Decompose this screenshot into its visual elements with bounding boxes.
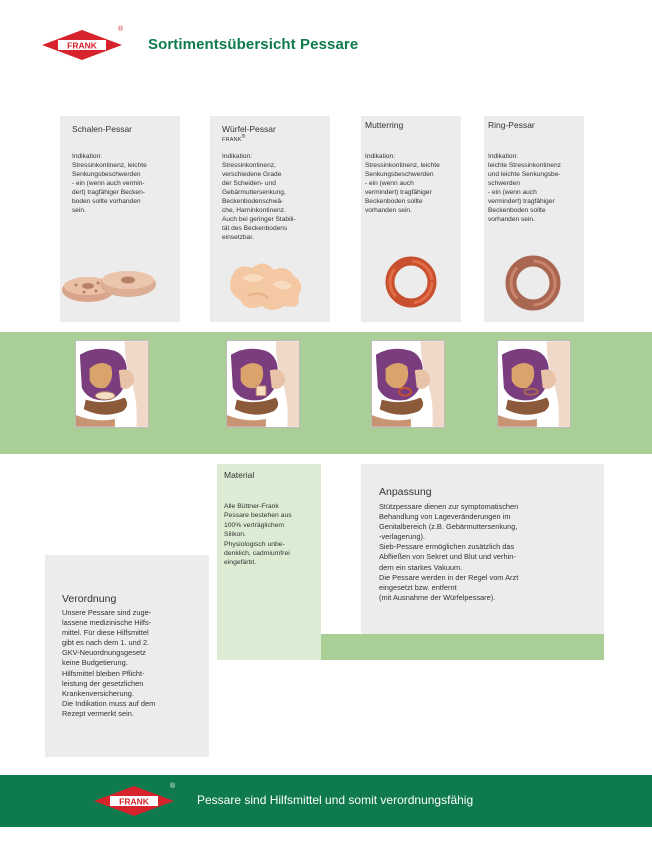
product-name: Ring-Pessar [488, 120, 535, 130]
schalen-pessar-image [62, 271, 156, 302]
anatomy-illustration-schalen [75, 340, 149, 428]
ring-pessar-image [505, 255, 561, 311]
wuerfel-pessar-image [230, 263, 302, 310]
product-indication: Indikation: Stressinkontinenz, leichte S… [365, 153, 440, 214]
page-title: Sortimentsübersicht Pessare [148, 36, 359, 53]
product-indication: Indikation: leichte Stressinkontinenz un… [488, 153, 561, 223]
verordnung-panel: Verordnung Unsere Pessare sind zuge- las… [45, 555, 209, 757]
product-card-ring: Ring-Pessar Indikation: leichte Stressin… [484, 116, 584, 322]
material-panel: Material Alle Büttner-Frank Pessare best… [217, 464, 321, 660]
product-indication: Indikation: Stressinkontinenz, verschied… [222, 153, 296, 241]
product-card-mutterring: Mutterring Indikation: Stressinkontinenz… [361, 116, 461, 322]
material-title: Material [224, 470, 255, 480]
material-text: Alle Büttner-Frank Pessare bestehen aus … [224, 503, 292, 567]
anpassung-text: Stützpessare dienen zur symptomatischen … [379, 502, 519, 602]
anatomy-illustration-wuerfel [226, 340, 300, 428]
footer-text: Pessare sind Hilfsmittel und somit veror… [197, 793, 474, 807]
product-name: Mutterring [365, 120, 404, 130]
product-card-wuerfel: Würfel-Pessar FRANK® Indikation: Stressi… [210, 116, 330, 322]
anatomy-illustration-ring [497, 340, 571, 428]
footer-frank-logo: FRANK [92, 784, 176, 818]
verordnung-text: Unsere Pessare sind zuge- lassene medizi… [62, 608, 156, 718]
product-brand: FRANK® [222, 134, 246, 143]
product-name: Schalen-Pessar [72, 124, 133, 134]
product-card-schalen: Schalen-Pessar Indikation: Stressinkonti… [60, 116, 180, 322]
verordnung-title: Verordnung [62, 593, 117, 605]
footer-logo-text: FRANK [119, 797, 150, 807]
registered-mark: ® [118, 26, 124, 33]
logo-text: FRANK [67, 41, 98, 51]
product-indication: Indikation: Stressinkontinenz, leichte S… [72, 153, 147, 214]
frank-logo: FRANK [40, 28, 124, 62]
mutterring-image [385, 256, 437, 308]
footer-registered-mark: ® [170, 783, 176, 790]
anpassung-panel: Anpassung Stützpessare dienen zur sympto… [361, 464, 604, 634]
anpassung-title: Anpassung [379, 486, 432, 498]
product-name: Würfel-Pessar [222, 124, 276, 134]
anatomy-illustration-mutterring [371, 340, 445, 428]
